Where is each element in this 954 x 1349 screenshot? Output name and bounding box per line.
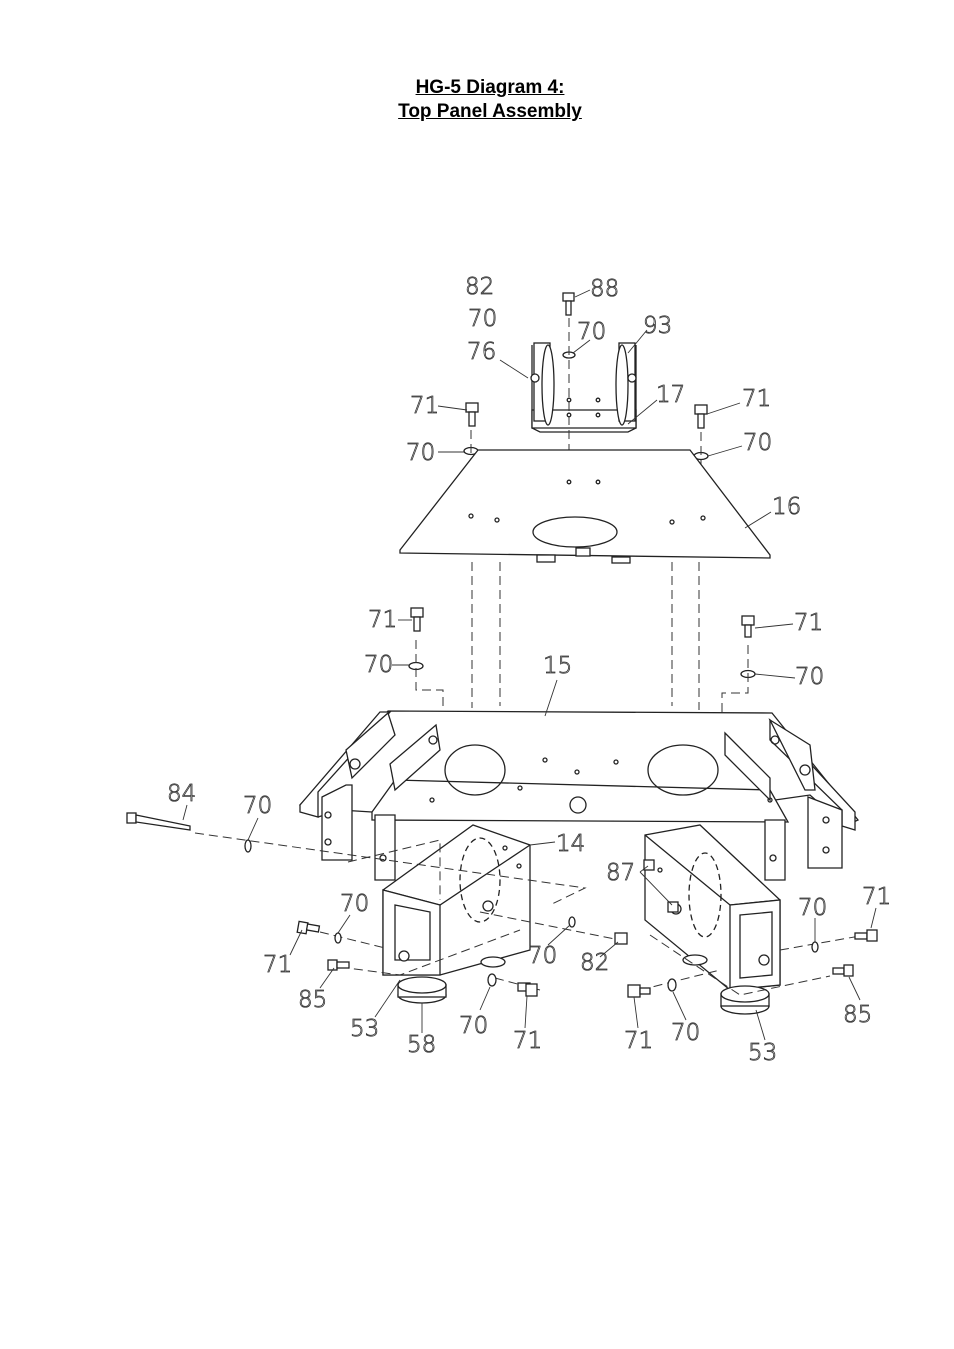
part-label-53: 53 — [748, 1040, 777, 1066]
leg-channel-14-left — [382, 824, 531, 976]
bolt-71-left-top — [465, 402, 479, 427]
washer-70-mid — [568, 916, 576, 928]
bolt-71-front-left — [517, 982, 538, 997]
part-label-16: 16 — [772, 494, 801, 520]
part-label-71: 71 — [263, 952, 292, 978]
diagram-title: HG-5 Diagram 4: Top Panel Assembly — [0, 76, 954, 124]
bolt-88 — [562, 292, 575, 316]
part-label-82: 82 — [580, 950, 609, 976]
part-label-84: 84 — [167, 781, 196, 807]
part-label-71: 71 — [862, 884, 891, 910]
part-label-58: 58 — [407, 1032, 436, 1058]
bolt-71-left-leg — [296, 920, 321, 935]
foot-58-left — [397, 956, 506, 1004]
washer-70-left-leg — [334, 932, 342, 944]
part-label-15: 15 — [543, 653, 572, 679]
bolt-85-left — [327, 959, 350, 971]
pulley-bracket-17 — [530, 342, 637, 433]
bolt-71-front-right — [627, 984, 651, 998]
part-label-17: 17 — [656, 382, 685, 408]
washer-70-front-left — [487, 973, 497, 987]
bolt-71-left-mid — [410, 607, 424, 632]
part-label-88: 88 — [590, 276, 619, 302]
bolts-87 — [643, 859, 679, 913]
bolt-71-right-mid — [741, 615, 755, 638]
top-cover-plate-16 — [399, 449, 771, 564]
washer-70-84 — [244, 839, 252, 853]
part-label-85: 85 — [843, 1002, 872, 1028]
part-label-71: 71 — [368, 607, 397, 633]
bolt-85-right — [832, 964, 854, 977]
part-label-70: 70 — [468, 306, 497, 332]
part-label-76: 76 — [467, 339, 496, 365]
bolt-71-right-top — [694, 404, 708, 429]
part-label-71: 71 — [624, 1028, 653, 1054]
part-label-71: 71 — [742, 386, 771, 412]
part-label-87: 87 — [606, 860, 635, 886]
title-line-2: Top Panel Assembly — [398, 101, 582, 122]
washer-70-right-leg — [811, 941, 819, 953]
nut-82 — [614, 932, 628, 945]
washer-70-front-right — [667, 978, 677, 992]
part-label-70: 70 — [798, 895, 827, 921]
leader-lines — [182, 289, 877, 1041]
part-label-70: 70 — [364, 652, 393, 678]
part-labels: 82 70 76 88 70 93 17 71 71 70 70 16 71 7… — [167, 274, 892, 1067]
title-line-1: HG-5 Diagram 4: — [415, 77, 565, 98]
part-label-70: 70 — [795, 664, 824, 690]
part-label-53: 53 — [350, 1016, 379, 1042]
part-label-70: 70 — [743, 430, 772, 456]
base-plate-15 — [299, 710, 860, 881]
part-label-70: 70 — [671, 1020, 700, 1046]
part-label-82: 82 — [465, 274, 494, 300]
part-label-70: 70 — [243, 793, 272, 819]
part-label-93: 93 — [643, 313, 672, 339]
part-label-70: 70 — [406, 440, 435, 466]
part-label-14: 14 — [556, 831, 585, 857]
part-label-70: 70 — [528, 943, 557, 969]
part-label-70: 70 — [340, 891, 369, 917]
long-bolt-84 — [126, 812, 191, 831]
part-label-71: 71 — [794, 610, 823, 636]
leg-channel-53-right — [644, 824, 781, 991]
part-label-85: 85 — [298, 987, 327, 1013]
part-label-70: 70 — [577, 319, 606, 345]
part-label-71: 71 — [410, 393, 439, 419]
part-label-71: 71 — [513, 1028, 542, 1054]
part-label-70: 70 — [459, 1013, 488, 1039]
bolt-71-right-leg — [854, 929, 878, 942]
